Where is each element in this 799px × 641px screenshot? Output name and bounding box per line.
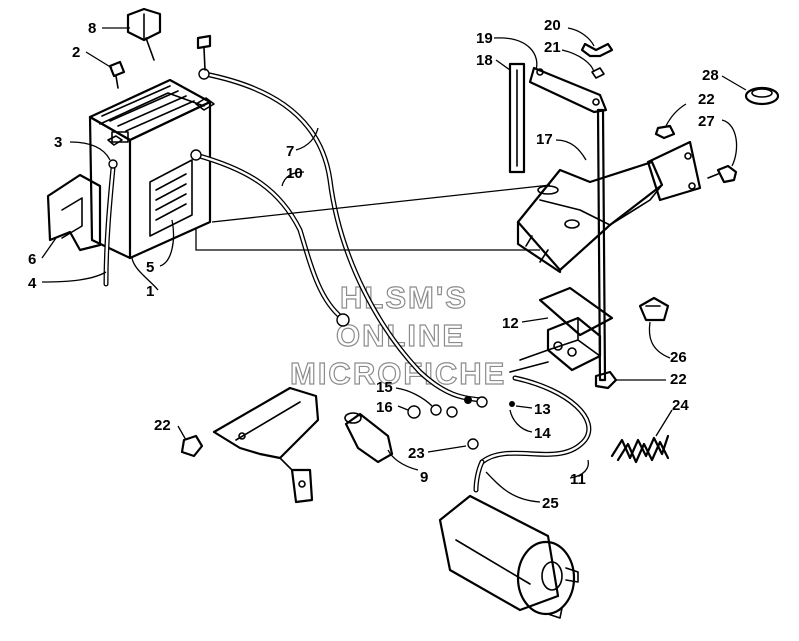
callout-8: 8 xyxy=(88,20,96,37)
callout-11: 11 xyxy=(570,471,586,488)
watermark: HLSM'S ONLINE MICROFICHE xyxy=(289,279,506,391)
callout-13: 13 xyxy=(534,401,551,418)
cables xyxy=(190,68,592,493)
callout-16: 16 xyxy=(376,399,393,416)
hold-down-strap xyxy=(508,62,526,174)
vent-tube xyxy=(103,159,118,287)
starter-motor xyxy=(438,494,579,619)
terminal-cap xyxy=(638,296,670,322)
callout-1: 1 xyxy=(146,283,154,300)
callout-6: 6 xyxy=(28,251,36,268)
callout-19: 19 xyxy=(476,30,493,47)
nut-22-middle xyxy=(594,370,618,390)
starter-solenoid xyxy=(509,286,614,373)
callout-14: 14 xyxy=(534,425,551,442)
battery xyxy=(88,78,215,260)
terminal-bolt xyxy=(196,34,212,71)
callout-20: 20 xyxy=(544,17,561,34)
callout-9: 9 xyxy=(420,469,428,486)
callout-4: 4 xyxy=(28,275,37,292)
battery-tray xyxy=(516,140,702,274)
mount-bracket xyxy=(212,386,320,504)
callout-15: 15 xyxy=(376,379,393,396)
callout-18: 18 xyxy=(476,52,493,69)
spring xyxy=(610,434,670,464)
callout-2: 2 xyxy=(72,44,80,61)
callout-21: 21 xyxy=(544,39,561,56)
watermark-line-3: MICROFICHE xyxy=(290,356,506,391)
callout-23: 23 xyxy=(408,445,425,462)
wing-nut xyxy=(580,42,614,79)
cable-clamp xyxy=(744,86,780,106)
battery-bracket xyxy=(46,173,102,252)
callout-7: 7 xyxy=(286,143,294,160)
nut-22-top xyxy=(654,124,676,140)
callout-numbers: 8 2 3 6 4 5 1 7 10 19 18 20 21 17 28 22 … xyxy=(28,17,719,512)
callout-25: 25 xyxy=(542,495,559,512)
small-hardware xyxy=(407,396,515,450)
callout-22-lower: 22 xyxy=(154,417,171,434)
callout-5: 5 xyxy=(146,259,154,276)
screw-2 xyxy=(108,60,126,89)
callout-28: 28 xyxy=(702,67,719,84)
callout-24: 24 xyxy=(672,397,689,414)
screw-27 xyxy=(707,164,738,184)
leader-lines xyxy=(41,27,747,503)
terminal-boot xyxy=(344,412,394,464)
callout-22-middle: 22 xyxy=(670,371,687,388)
reference-lines xyxy=(195,184,551,251)
callout-26: 26 xyxy=(670,349,687,366)
callout-12: 12 xyxy=(502,315,519,332)
hold-down-rod xyxy=(596,108,607,382)
nut-22-lower xyxy=(180,434,204,458)
battery-cap xyxy=(126,7,162,61)
callout-17: 17 xyxy=(536,131,553,148)
callout-22-top: 22 xyxy=(698,91,715,108)
callout-10: 10 xyxy=(286,165,303,182)
callout-3: 3 xyxy=(54,134,62,151)
callout-27: 27 xyxy=(698,113,715,130)
